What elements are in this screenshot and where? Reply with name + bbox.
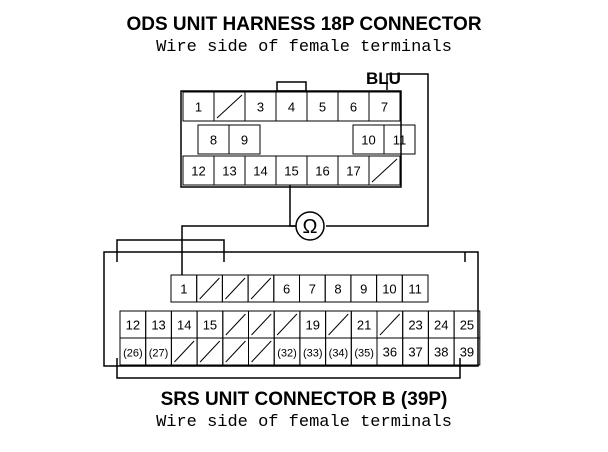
ods-terminal-cell xyxy=(228,124,261,155)
srs-connector-lock-left xyxy=(116,239,225,262)
srs-terminal-grid: 1 6 7 8 9 10 11 12 13 14 15 19 21 23 24 25 (26) (27) (32) (… xyxy=(119,274,481,366)
ods-terminal-label: 12 xyxy=(191,164,205,179)
ods-terminal-label: 4 xyxy=(288,100,295,115)
ods-terminal-blank-slash xyxy=(216,94,243,119)
ods-terminal-label: 15 xyxy=(284,164,298,179)
top-connector-title: ODS UNIT HARNESS 18P CONNECTOR xyxy=(126,14,482,35)
meter-lead-blu xyxy=(326,73,429,227)
srs-terminal-label: (34) xyxy=(329,348,349,360)
ods-terminal-label: 9 xyxy=(241,133,248,148)
ods-terminal-label: 17 xyxy=(346,164,360,179)
ods-terminal-label: 11 xyxy=(393,133,407,148)
srs-terminal-label: 6 xyxy=(283,282,290,297)
bottom-connector-subtitle: Wire side of female terminals xyxy=(156,413,452,432)
srs-terminal-blank-slash xyxy=(276,313,298,336)
srs-terminal-blank-slash xyxy=(250,277,272,300)
wire-color-label: BLU xyxy=(366,69,401,88)
srs-terminal-cell xyxy=(401,274,429,303)
srs-terminal-label: 10 xyxy=(382,282,396,297)
srs-terminal-blank-slash xyxy=(328,313,349,336)
srs-terminal-label: (33) xyxy=(303,348,323,360)
meter-lead-ods xyxy=(289,185,296,227)
ods-terminal-label: 7 xyxy=(381,100,388,115)
srs-terminal-blank-slash xyxy=(379,313,401,336)
srs-terminal-label: 25 xyxy=(460,318,474,333)
srs-terminal-label: 38 xyxy=(434,345,448,360)
srs-terminal-label: 19 xyxy=(306,318,320,333)
srs-connector-housing xyxy=(103,251,479,367)
ods-terminal-label: 14 xyxy=(253,164,267,179)
srs-terminal-label: 39 xyxy=(460,345,474,360)
srs-terminal-blank-slash xyxy=(199,277,220,300)
ods-terminal-label: 1 xyxy=(195,100,202,115)
meter-lead-srs xyxy=(181,225,296,275)
srs-terminal-label: 21 xyxy=(357,318,371,333)
srs-terminal-label: 15 xyxy=(203,318,217,333)
srs-terminal-label: 1 xyxy=(180,282,187,297)
srs-terminal-blank-slash xyxy=(225,340,246,363)
srs-terminal-cell xyxy=(453,337,481,366)
srs-terminal-label: 11 xyxy=(408,282,422,297)
srs-terminal-label: (27) xyxy=(149,348,169,360)
srs-terminal-blank-slash xyxy=(225,313,246,336)
srs-terminal-blank-slash xyxy=(199,340,221,363)
srs-terminal-label: (32) xyxy=(277,348,297,360)
ods-terminal-label: 10 xyxy=(361,133,375,148)
srs-terminal-label: 12 xyxy=(126,318,140,333)
srs-terminal-label: 14 xyxy=(177,318,191,333)
srs-terminal-blank-slash xyxy=(251,340,272,363)
srs-terminal-label: 37 xyxy=(408,345,422,360)
srs-terminal-blank-slash xyxy=(225,277,246,300)
srs-terminal-label: 36 xyxy=(383,345,397,360)
srs-terminal-label: (26) xyxy=(123,348,143,360)
srs-terminal-label: 9 xyxy=(360,282,367,297)
ods-terminal-label: 3 xyxy=(257,100,264,115)
ods-terminal-label: 16 xyxy=(315,164,329,179)
ods-terminal-blank-slash xyxy=(371,158,398,183)
srs-connector-skirt xyxy=(116,358,461,379)
srs-terminal-label: 13 xyxy=(151,318,165,333)
srs-terminal-label: (35) xyxy=(354,348,374,360)
srs-terminal-label: 7 xyxy=(309,282,316,297)
ods-terminal-cell xyxy=(368,155,401,186)
bottom-connector-title: SRS UNIT CONNECTOR B (39P) xyxy=(160,389,448,410)
ods-terminal-label: 6 xyxy=(350,100,357,115)
ods-terminal-cell xyxy=(368,91,401,122)
ods-connector-lock-tab xyxy=(276,81,307,92)
top-connector-subtitle: Wire side of female terminals xyxy=(156,38,452,57)
srs-terminal-label: 8 xyxy=(334,282,341,297)
ohm-symbol: Ω xyxy=(303,216,318,238)
ods-terminal-label: 5 xyxy=(319,100,326,115)
srs-terminal-label: 24 xyxy=(434,318,448,333)
ods-terminal-label: 13 xyxy=(222,164,236,179)
srs-terminal-label: 23 xyxy=(408,318,422,333)
ods-terminal-label: 8 xyxy=(210,133,217,148)
srs-terminal-blank-slash xyxy=(174,340,195,363)
srs-terminal-blank-slash xyxy=(251,313,272,336)
ods-terminal-cell xyxy=(383,124,416,155)
